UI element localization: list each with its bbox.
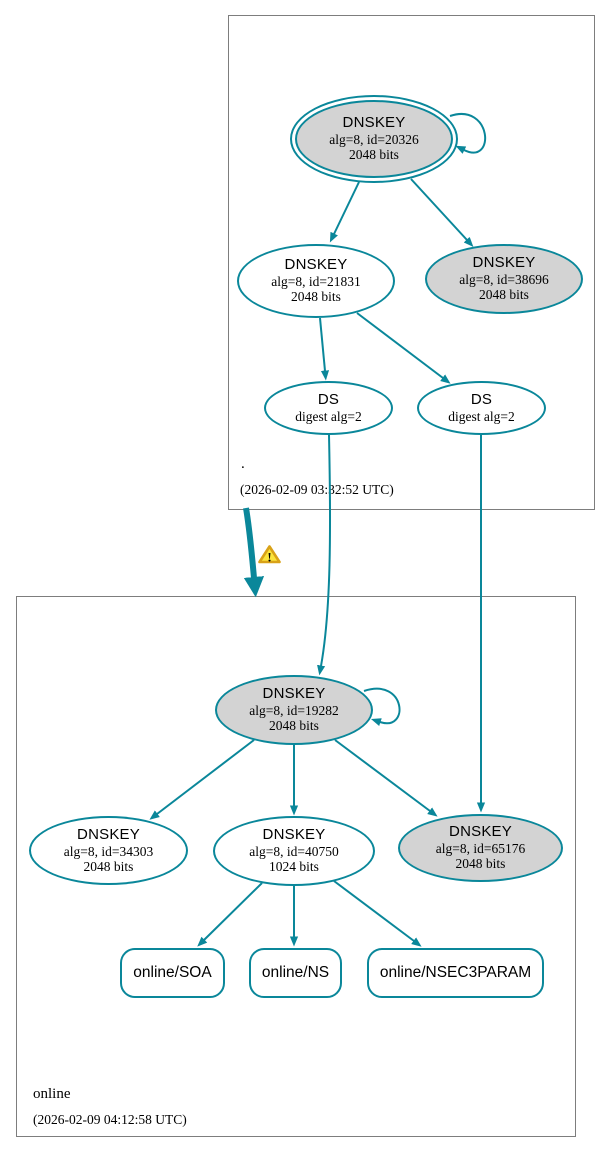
inner-ring xyxy=(295,100,453,178)
warning-icon: ! xyxy=(258,545,281,565)
zone-box-root xyxy=(228,15,595,510)
warning-triangle xyxy=(258,545,281,564)
node-detail: alg=8, id=40750 xyxy=(249,844,339,860)
node-dnskey-20326-ksk[interactable]: DNSKEY alg=8, id=20326 2048 bits xyxy=(290,95,458,183)
node-title: DS xyxy=(470,391,493,409)
node-detail: digest alg=2 xyxy=(295,408,362,424)
node-detail: 2048 bits xyxy=(455,856,506,872)
node-dnskey-34303[interactable]: DNSKEY alg=8, id=34303 2048 bits xyxy=(29,816,188,885)
node-rrset-online-nsec3param[interactable]: online/NSEC3PARAM xyxy=(367,948,544,998)
node-detail: alg=8, id=34303 xyxy=(63,843,154,859)
rrset-label: online/NSEC3PARAM xyxy=(379,964,532,981)
node-title: DNSKEY xyxy=(342,114,406,132)
node-title: DNSKEY xyxy=(262,685,326,703)
node-detail: alg=8, id=19282 xyxy=(249,703,339,719)
node-detail: alg=8, id=20326 xyxy=(329,132,419,148)
node-dnskey-21831-zsk[interactable]: DNSKEY alg=8, id=21831 2048 bits xyxy=(237,244,395,318)
node-detail: alg=8, id=38696 xyxy=(459,272,549,288)
zone-label-root: . xyxy=(241,456,245,472)
edge-delegation-root-to-online xyxy=(243,507,265,598)
warning-exclamation: ! xyxy=(267,550,271,565)
zone-box-online xyxy=(16,596,576,1137)
node-detail: digest alg=2 xyxy=(448,408,515,424)
node-dnskey-38696[interactable]: DNSKEY alg=8, id=38696 2048 bits xyxy=(425,244,583,314)
node-title: DS xyxy=(317,391,340,409)
node-dnskey-40750-zsk[interactable]: DNSKEY alg=8, id=40750 1024 bits xyxy=(213,816,375,886)
node-dnskey-19282-ksk[interactable]: DNSKEY alg=8, id=19282 2048 bits xyxy=(215,675,373,745)
node-title: DNSKEY xyxy=(77,825,140,843)
node-detail: alg=8, id=21831 xyxy=(271,274,361,290)
zone-timestamp-online: (2026-02-09 04:12:58 UTC) xyxy=(33,1112,187,1127)
zone-timestamp-root: (2026-02-09 03:32:52 UTC) xyxy=(240,482,394,497)
node-title: DNSKEY xyxy=(472,254,536,272)
node-detail: 2048 bits xyxy=(291,289,341,305)
zone-label-online: online xyxy=(33,1086,71,1102)
node-detail: 1024 bits xyxy=(269,859,319,875)
node-title: DNSKEY xyxy=(449,823,512,841)
node-ds-right[interactable]: DS digest alg=2 xyxy=(417,381,546,435)
node-detail: 2048 bits xyxy=(349,147,399,163)
node-detail: 2048 bits xyxy=(479,287,529,303)
node-rrset-online-soa[interactable]: online/SOA xyxy=(120,948,225,998)
node-rrset-online-ns[interactable]: online/NS xyxy=(249,948,342,998)
node-title: DNSKEY xyxy=(284,256,348,274)
rrset-label: online/NS xyxy=(261,964,330,981)
node-title: DNSKEY xyxy=(262,826,326,844)
rrset-label: online/SOA xyxy=(133,964,212,981)
node-ds-left[interactable]: DS digest alg=2 xyxy=(264,381,393,435)
node-detail: 2048 bits xyxy=(269,718,319,734)
node-dnskey-65176[interactable]: DNSKEY alg=8, id=65176 2048 bits xyxy=(398,814,563,882)
node-detail: alg=8, id=65176 xyxy=(435,841,526,857)
node-detail: 2048 bits xyxy=(83,858,134,874)
